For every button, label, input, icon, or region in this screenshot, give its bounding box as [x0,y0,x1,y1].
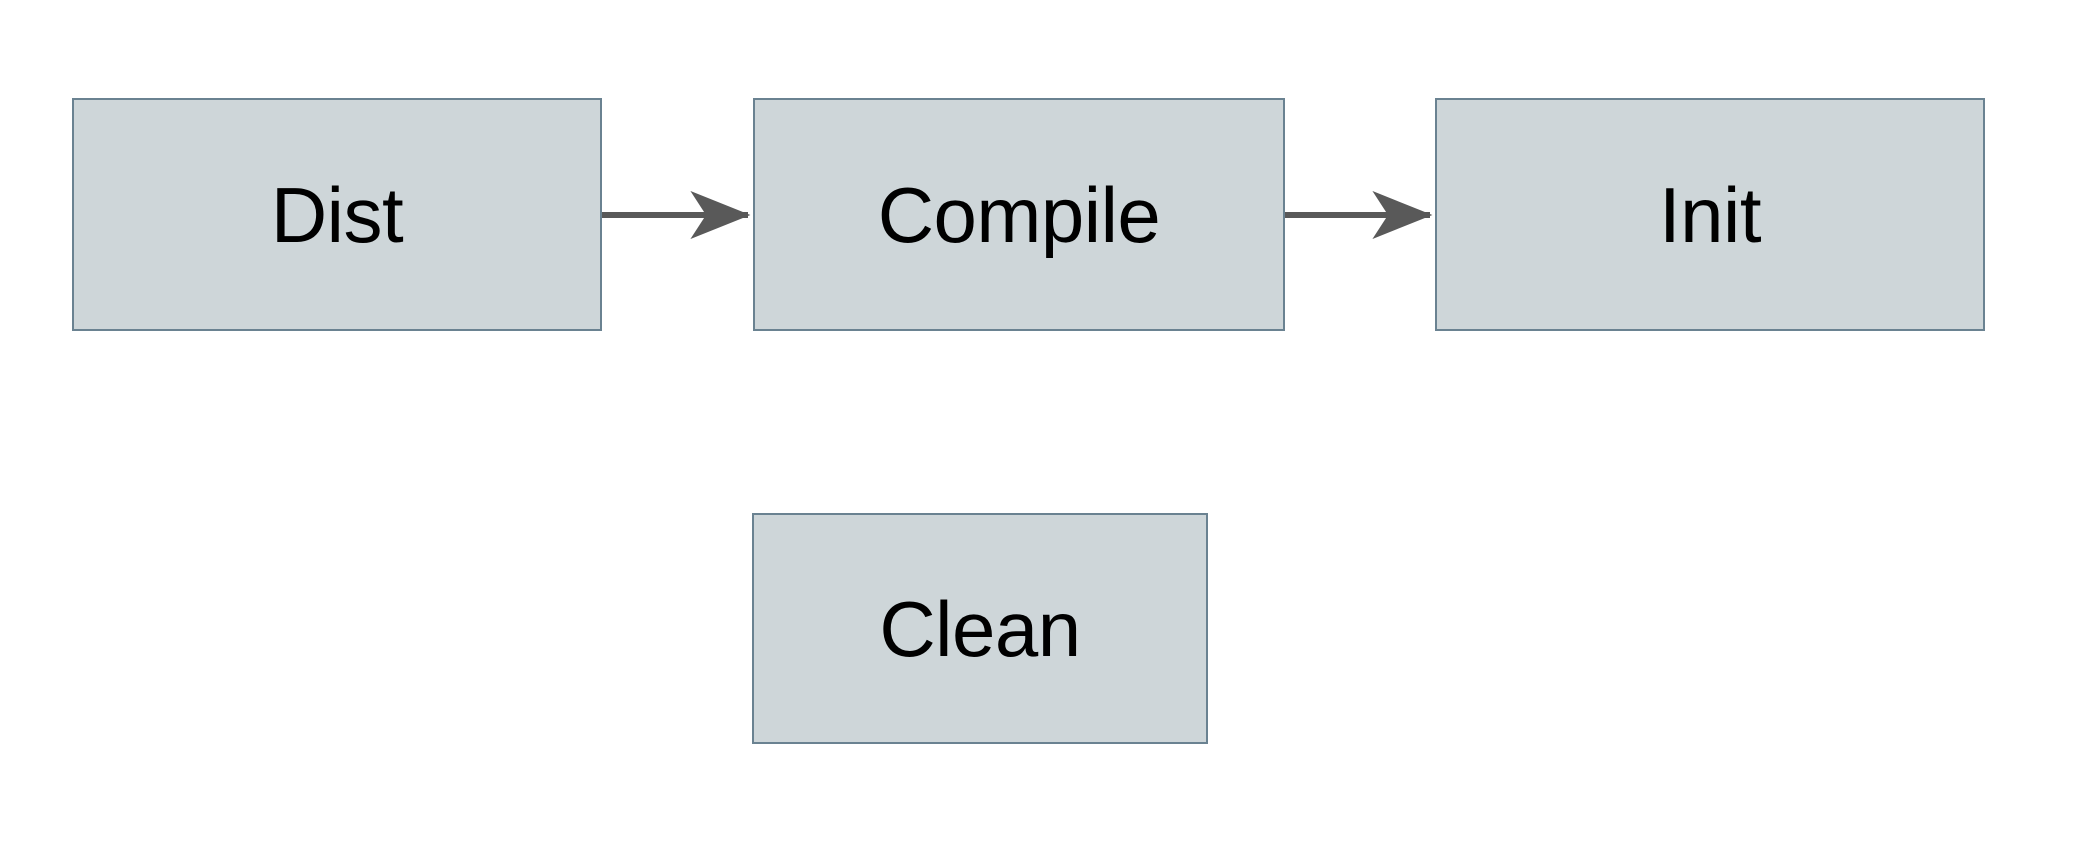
node-init[interactable]: Init [1435,98,1985,331]
node-compile[interactable]: Compile [753,98,1285,331]
node-init-label: Init [1658,170,1762,259]
node-dist[interactable]: Dist [72,98,602,331]
node-dist-label: Dist [270,170,404,259]
node-compile-label: Compile [877,170,1161,259]
node-clean[interactable]: Clean [752,513,1208,744]
node-clean-label: Clean [879,584,1081,673]
